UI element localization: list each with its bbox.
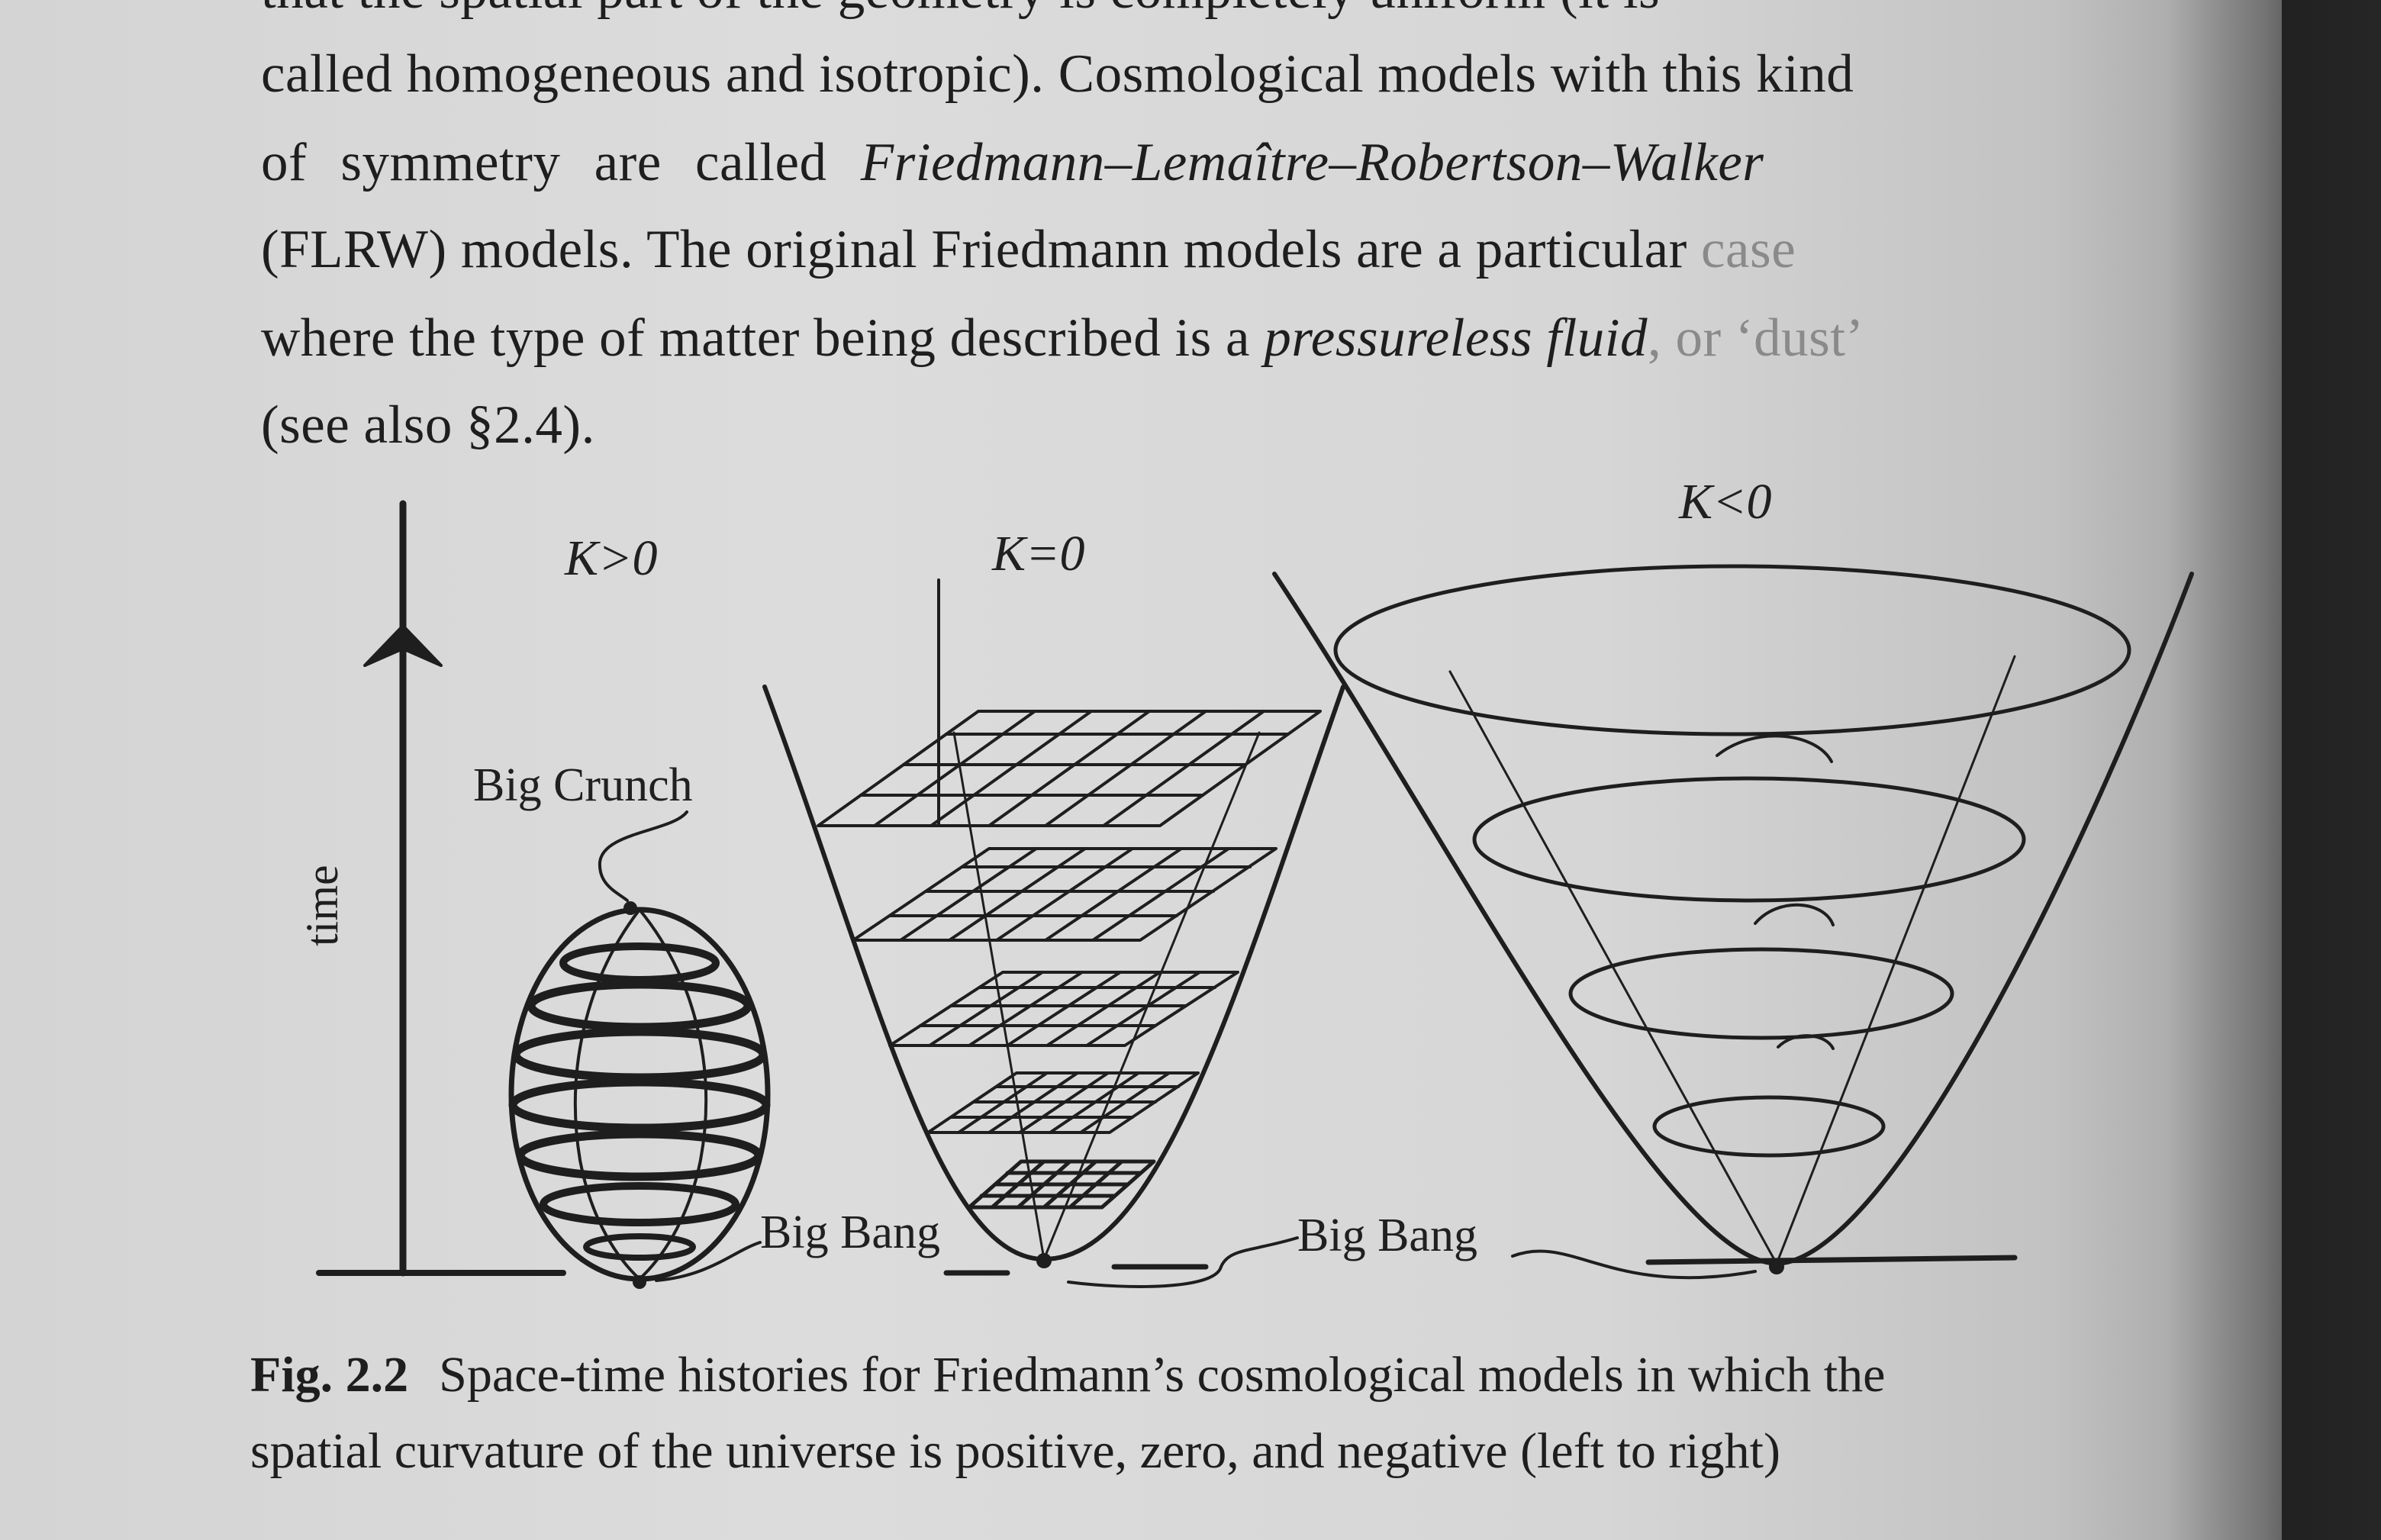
text-line-1: called homogeneous and isotropic). Cosmo…	[261, 44, 1854, 104]
text-line-3-start: (FLRW) models. The original Friedmann mo…	[261, 220, 1702, 279]
closed-ring-7	[583, 1233, 696, 1261]
text-line-4-end: , or ‘dust’	[1648, 308, 1864, 368]
big-crunch-point	[623, 901, 637, 915]
flrw-term: Friedmann–Lemaître–Robertson–Walker	[860, 133, 1764, 192]
text-line-5: (see also §2.4).	[261, 395, 595, 455]
closed-ring-5	[516, 1129, 763, 1181]
closed-ring-3	[511, 1027, 768, 1082]
book-page: that the spatial part of the geometry is…	[0, 0, 2282, 1540]
open-ring-3	[1568, 947, 1954, 1040]
label-k-positive: K>0	[565, 530, 658, 586]
closed-universe-ellipsoid	[508, 810, 771, 1289]
closed-ring-6	[540, 1182, 739, 1226]
open-outline	[1272, 572, 2194, 1266]
pressureless-fluid-term: pressureless fluid	[1264, 308, 1648, 368]
open-ray-2	[1775, 655, 2016, 1265]
open-ring-4	[1652, 1095, 1886, 1158]
label-big-bang-left: Big Bang	[760, 1207, 940, 1258]
text-line-cut-off: that the spatial part of the geometry is…	[261, 0, 1660, 24]
open-triangle-1	[1716, 734, 1833, 763]
caption-line-2: spatial curvature of the universe is pos…	[250, 1423, 1780, 1479]
figure-number: Fig. 2.2	[250, 1347, 409, 1403]
flat-big-bang-point	[1036, 1253, 1052, 1268]
flat-grid-3	[888, 971, 1239, 1047]
big-bang-center-pointer	[1067, 1236, 1299, 1288]
open-triangle-3	[1777, 1034, 1835, 1050]
open-triangle-2	[1754, 903, 1835, 926]
big-crunch-pointer	[598, 810, 688, 902]
flat-universe	[762, 578, 1345, 1276]
text-line-2: of symmetry are called Friedmann–Lemaîtr…	[261, 128, 1764, 197]
page-edge-shadow	[2167, 0, 2381, 1540]
open-universe-cone	[1272, 564, 2194, 1274]
text-line-4: where the type of matter being described…	[261, 304, 1864, 372]
open-ray-1	[1448, 670, 1778, 1265]
figure-2-2: K>0 K=0 K<0 Big Crunch Big Bang Big Bang	[0, 458, 2282, 1374]
closed-big-bang-point	[633, 1275, 646, 1289]
flat-grid-5	[967, 1159, 1156, 1210]
closed-ring-2	[527, 980, 752, 1032]
friedmann-diagram	[316, 500, 2194, 1289]
open-ring-2	[1472, 776, 2026, 903]
closed-ring-1	[559, 942, 720, 984]
label-k-zero: K=0	[992, 526, 1085, 582]
text-line-4-start: where the type of matter being described…	[261, 308, 1265, 368]
time-axis-label: time	[297, 865, 347, 946]
closed-ring-4	[508, 1078, 771, 1132]
text-line-2-start: of symmetry are called	[261, 133, 861, 192]
time-axis	[316, 500, 566, 1277]
label-big-bang-right: Big Bang	[1297, 1210, 1477, 1261]
label-k-negative: K<0	[1679, 474, 1772, 530]
caption-line-1: Fig. 2.2 Space-time histories for Friedma…	[250, 1343, 1885, 1407]
text-line-3-faded: case	[1701, 220, 1796, 279]
closed-meridian-2	[638, 908, 708, 1281]
label-big-crunch: Big Crunch	[473, 759, 693, 811]
flat-grid-4	[926, 1071, 1200, 1134]
open-ring-1	[1333, 564, 2131, 736]
closed-meridian-1	[573, 908, 641, 1281]
big-bang-left-pointer	[655, 1241, 762, 1282]
time-axis-arrowhead	[363, 624, 443, 667]
flat-grid-1	[817, 710, 1322, 827]
caption-line-1-text: Space-time histories for Friedmann’s cos…	[439, 1347, 1886, 1403]
big-bang-right-pointer	[1511, 1249, 1757, 1280]
flat-grid-2	[852, 847, 1277, 942]
text-line-3: (FLRW) models. The original Friedmann mo…	[261, 215, 1796, 284]
open-baseline	[1645, 1255, 2018, 1265]
